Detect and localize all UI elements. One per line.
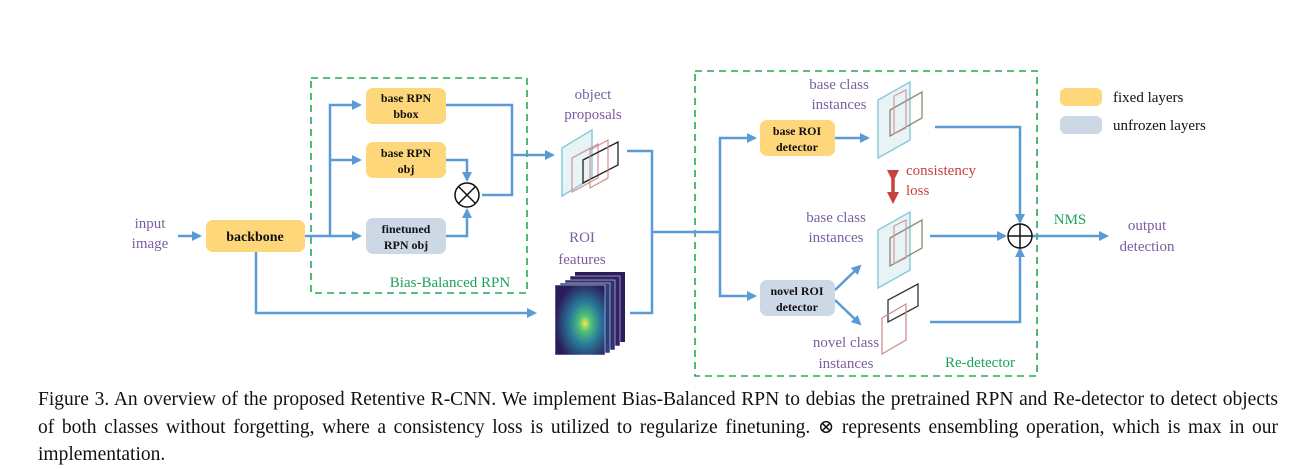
base-rpn-bbox-box	[366, 88, 446, 124]
object-proposals-label-1: object	[575, 87, 612, 103]
base-rpn-bbox-label-1: base RPN	[381, 91, 432, 105]
backbone-label: backbone	[226, 230, 284, 245]
base-rpn-obj-box	[366, 142, 446, 178]
base-instances-top-icon	[877, 80, 923, 160]
base-rpn-obj-label-1: base RPN	[381, 146, 432, 160]
re-detector-group-label: Re-detector	[945, 355, 1015, 371]
consistency-loss-label-2: loss	[906, 183, 930, 199]
novel-roi-detector-label-2: detector	[776, 300, 819, 314]
ensemble-otimes-icon	[454, 182, 480, 208]
input-label-2: image	[132, 236, 169, 252]
base-rpn-obj-label-2: obj	[398, 162, 415, 176]
novel-instances-icon	[881, 282, 919, 356]
output-label-1: output	[1128, 218, 1167, 234]
sum-oplus-icon	[1007, 223, 1033, 249]
re-detector-group	[694, 70, 1038, 377]
novel-roi-detector-label-1: novel ROI	[770, 284, 823, 298]
legend-label-unfrozen: unfrozen layers	[1113, 118, 1206, 134]
base-instances-mid-icon	[877, 210, 923, 290]
connectors	[178, 100, 1109, 326]
base-instances-mid-label-2: instances	[809, 230, 864, 246]
finetuned-rpn-obj-label-2: RPN obj	[384, 238, 428, 252]
base-roi-detector-label-1: base ROI	[773, 124, 822, 138]
output-label-2: detection	[1120, 239, 1175, 255]
retentive-rcnn-diagram: input image backbone base RPN bbox base …	[132, 70, 1206, 377]
finetuned-rpn-obj-box	[366, 218, 446, 254]
base-roi-detector-box	[760, 120, 835, 156]
novel-roi-detector-box	[760, 280, 835, 316]
finetuned-rpn-obj-label-1: finetuned	[382, 222, 431, 236]
legend-swatch-fixed	[1060, 88, 1102, 106]
nms-label: NMS	[1054, 212, 1087, 228]
legend-swatch-unfrozen	[1060, 116, 1102, 134]
input-label-1: input	[135, 216, 167, 232]
consistency-loss-label-1: consistency	[906, 163, 976, 179]
base-roi-detector-label-2: detector	[776, 140, 819, 154]
base-rpn-bbox-label-2: bbox	[393, 107, 418, 121]
roi-features-label-1: ROI	[569, 230, 595, 246]
backbone-box	[206, 220, 305, 252]
novel-instances-label-2: instances	[819, 356, 874, 372]
base-instances-mid-label-1: base class	[806, 210, 866, 226]
novel-instances-label-1: novel class	[813, 335, 879, 351]
base-instances-top-label-1: base class	[809, 77, 869, 93]
object-proposals-label-2: proposals	[564, 107, 622, 123]
bias-balanced-rpn-group	[310, 77, 528, 294]
base-instances-top-label-2: instances	[812, 97, 867, 113]
roi-features-icon	[554, 272, 625, 356]
legend-label-fixed: fixed layers	[1113, 90, 1184, 106]
figure-caption: Figure 3. An overview of the proposed Re…	[38, 389, 1278, 465]
roi-features-label-2: features	[558, 252, 606, 268]
rpn-group-label: Bias-Balanced RPN	[390, 275, 511, 291]
object-proposals-icon	[561, 128, 619, 198]
legend: fixed layers unfrozen layers	[1060, 88, 1206, 134]
